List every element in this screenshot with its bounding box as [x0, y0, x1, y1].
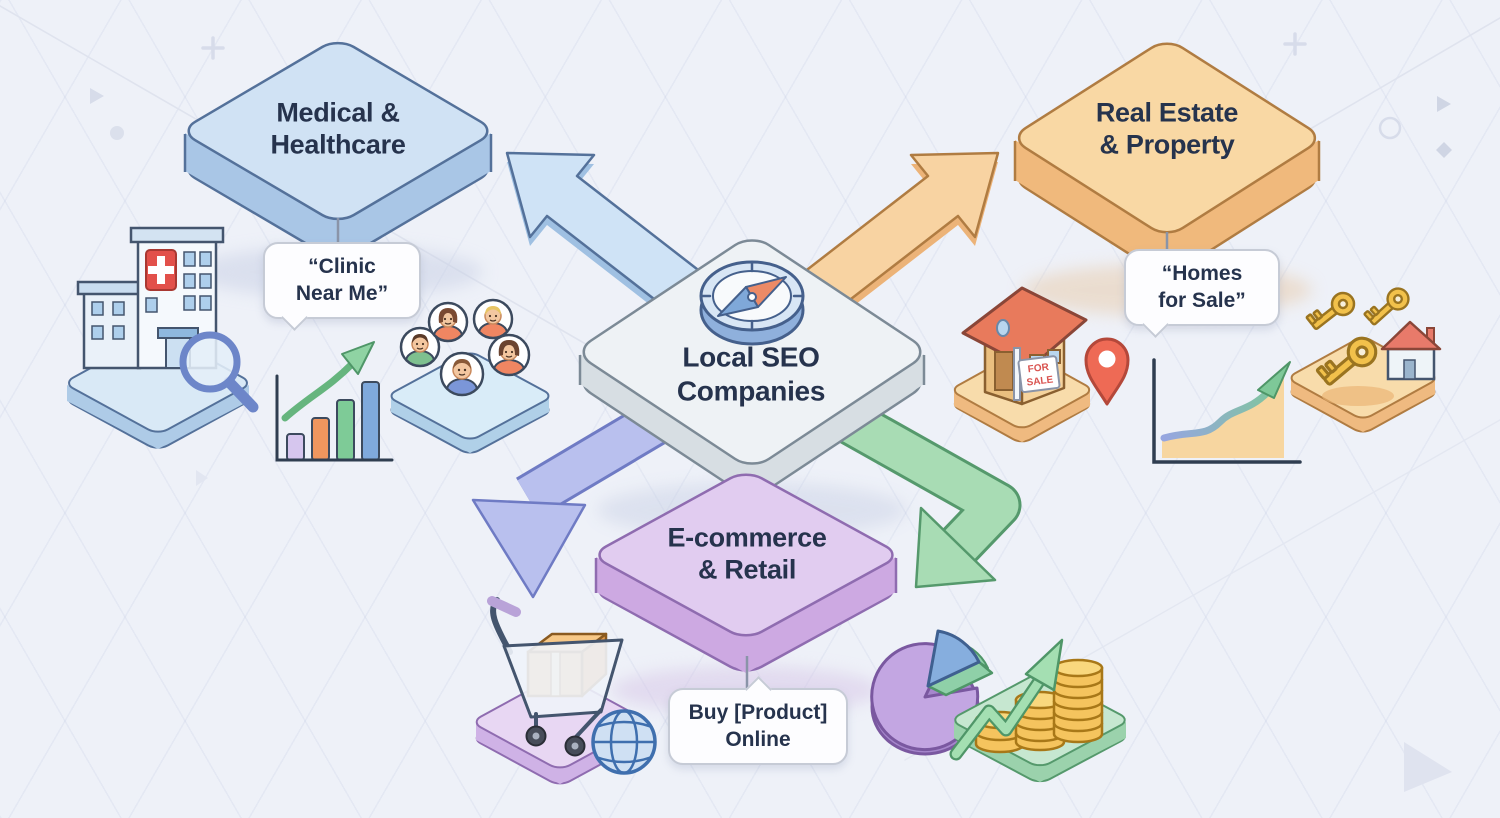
- globe-icon: [591, 709, 657, 775]
- tile-real-estate-property: [1013, 38, 1321, 276]
- diamond-glyph-icon: [1436, 142, 1452, 158]
- house-for-sale-icon: FOR SALE: [950, 286, 1094, 442]
- arrow-to-ecommerce-right: [803, 381, 1022, 589]
- dot-glyph-icon: [110, 126, 124, 140]
- coins-growth-icon: [949, 638, 1126, 782]
- buy-product-online-bubble: Buy [Product] Online: [668, 688, 848, 765]
- compass-icon: [699, 260, 805, 346]
- coin-stack: [1052, 658, 1104, 744]
- avatar: [429, 303, 467, 341]
- for-sale-sign: FOR SALE: [1017, 355, 1061, 393]
- avatar: [441, 353, 483, 395]
- svg-text:FOR: FOR: [1027, 362, 1050, 376]
- tile-ecommerce-retail: [594, 470, 898, 673]
- growth-line-chart-icon: [1152, 358, 1302, 464]
- triangle-glyph-icon: [90, 88, 104, 104]
- zigzag-growth-arrow-icon: [949, 638, 1064, 761]
- triangle-glyph-icon: [196, 470, 208, 486]
- sparkle-icon: [201, 36, 225, 60]
- homes-for-sale-bubble: “Homes for Sale”: [1124, 249, 1280, 326]
- avatar: [489, 335, 529, 375]
- medical-healthcare-label: Medical & Healthcare: [270, 97, 406, 160]
- small-house-icon: [1380, 320, 1442, 381]
- ecommerce-retail-label: E-commerce & Retail: [667, 522, 827, 585]
- patients-group-icon: [387, 298, 554, 455]
- hospital-building-icon: [67, 226, 249, 449]
- tile-local-seo-companies: [578, 234, 926, 498]
- triangle-glyph-icon: [1404, 742, 1452, 792]
- sparkle-icon: [1283, 32, 1307, 56]
- location-pin-icon: [1084, 337, 1130, 406]
- svg-text:SALE: SALE: [1026, 374, 1054, 388]
- key-icon: [1315, 336, 1378, 386]
- local-seo-companies-label: Local SEO Companies: [676, 341, 826, 406]
- property-keys-icon: [1287, 287, 1442, 435]
- search-magnifier-icon: [179, 331, 259, 413]
- key-icon: [1305, 291, 1356, 330]
- pie-chart-icon: [870, 629, 994, 756]
- circle-glyph-icon: [1378, 116, 1402, 140]
- tile-medical-healthcare: [183, 38, 493, 260]
- growth-bar-chart-icon: [275, 341, 394, 462]
- key-icon: [1363, 287, 1410, 326]
- triangle-glyph-icon: [1437, 96, 1451, 112]
- clinic-near-me-bubble: “Clinic Near Me”: [263, 242, 421, 319]
- real-estate-property-label: Real Estate & Property: [1095, 97, 1239, 160]
